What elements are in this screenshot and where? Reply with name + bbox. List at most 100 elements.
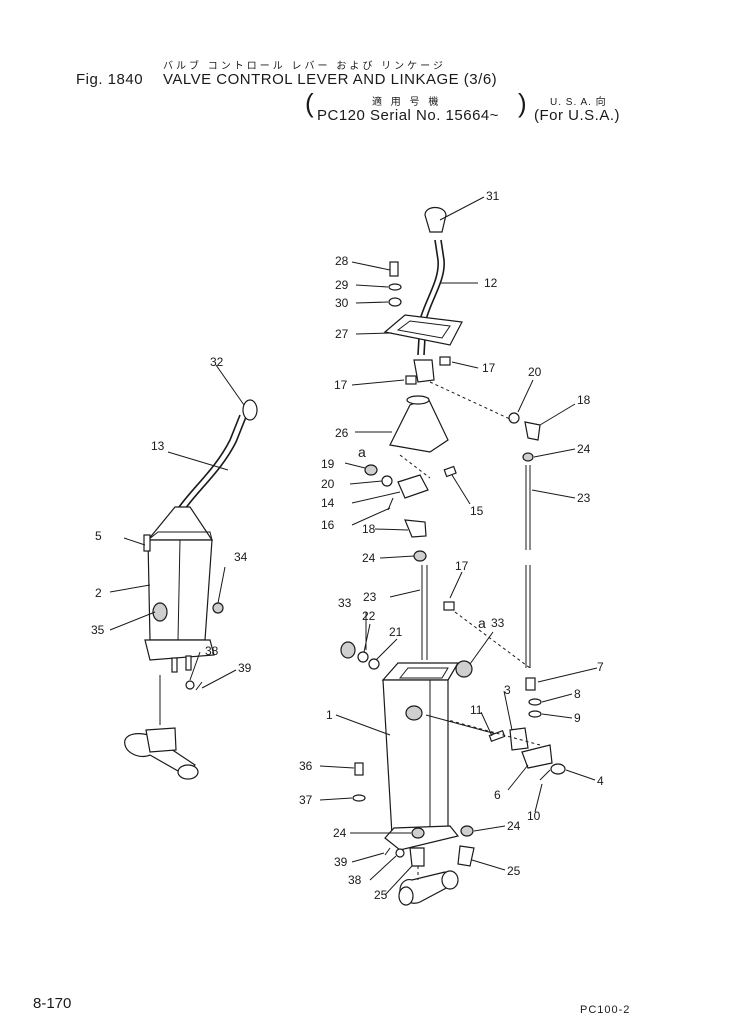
callout-15: 15 [470, 504, 484, 518]
clevis-4 [550, 763, 566, 775]
boot-2-top [146, 506, 214, 541]
callout-5: 5 [95, 529, 102, 543]
right-assembly [340, 206, 566, 906]
callout-33-right: 33 [491, 616, 505, 630]
case-1-side [447, 662, 459, 681]
washer-8 [528, 698, 542, 706]
for-usa-text: (For U.S.A.) [534, 107, 621, 124]
open-parenthesis: ( [305, 88, 314, 118]
plug-35 [152, 602, 168, 622]
nut-17-upper [439, 356, 451, 366]
callout-37: 37 [299, 793, 313, 807]
joint-25-right [457, 845, 475, 867]
knob-32 [242, 399, 258, 421]
serial-number-text: PC120 Serial No. 15664~ [317, 107, 500, 124]
callout-11: 11 [470, 703, 483, 717]
figure-title: VALVE CONTROL LEVER AND LINKAGE (3/6) [163, 71, 498, 88]
base-plate-left [144, 639, 215, 661]
bolt-7 [525, 677, 536, 691]
callout-13: 13 [151, 439, 165, 453]
bolt-15 [443, 465, 457, 478]
bolt-36 [354, 762, 364, 776]
callout-31: 31 [486, 189, 500, 203]
callout-25-right: 25 [507, 864, 521, 878]
joint-18-upper [524, 421, 541, 441]
case-2-edge [177, 539, 181, 641]
washer-21 [368, 658, 380, 670]
washer-38 [185, 680, 195, 690]
spring-11 [488, 730, 506, 742]
callout-36: 36 [299, 759, 313, 773]
washer-37 [352, 794, 366, 802]
callout-17-upper: 17 [482, 361, 496, 375]
callout-2: 2 [95, 586, 102, 600]
close-parenthesis: ) [518, 88, 527, 118]
joint-25-left [409, 847, 425, 867]
callout-35: 35 [91, 623, 105, 637]
lever-13 [176, 414, 241, 511]
callout-3: 3 [504, 683, 511, 697]
callout-8: 8 [574, 687, 581, 701]
lever-13-edge [182, 416, 247, 513]
page-number: 8-170 [33, 995, 72, 1012]
lever-6 [521, 744, 553, 769]
japanese-title: バルブ コントロール レバー および リンケージ [163, 61, 446, 72]
nut-17-middle [443, 601, 455, 611]
valve-bracket-left [145, 727, 177, 753]
callout-18-right: 18 [577, 393, 591, 407]
figure-number: Fig. 1840 [76, 71, 144, 88]
case-1-top-opening [398, 667, 449, 679]
nut-24-lower-right [460, 825, 474, 837]
callout-labels: 31 12 28 29 30 27 17 17 20 18 26 24 a 19… [91, 189, 604, 902]
callout-27: 27 [335, 327, 349, 341]
callout-16: 16 [321, 518, 335, 532]
case-1-top [381, 662, 460, 681]
callout-21: 21 [389, 625, 403, 639]
callout-17-middle: 17 [455, 559, 469, 573]
callout-38-right: 38 [348, 873, 362, 887]
case-1 [382, 679, 449, 836]
boot-26-top [406, 395, 430, 405]
lever-14 [397, 474, 429, 499]
callout-17-left: 17 [334, 378, 348, 392]
callout-34: 34 [234, 550, 248, 564]
callout-24-lower-right: 24 [507, 819, 521, 833]
bolt-28 [389, 261, 399, 277]
nut-24-upper-right [522, 452, 534, 462]
pin-39 [195, 681, 203, 691]
washer-30 [388, 297, 402, 307]
callout-39-right: 39 [334, 855, 348, 869]
callout-30: 30 [335, 296, 349, 310]
boot-26 [389, 397, 449, 453]
callout-19: 19 [321, 457, 335, 471]
japanese-applicable-label: 適 用 号 機 [372, 97, 442, 108]
bolt-38a [171, 657, 178, 673]
bushing-19 [364, 464, 378, 476]
valve-port-right [398, 886, 414, 906]
valve-end-left [177, 764, 199, 780]
callout-32: 32 [210, 355, 224, 369]
callout-14: 14 [321, 496, 335, 510]
bolt-38b [185, 655, 192, 671]
callout-38-left: 38 [205, 644, 219, 658]
callout-1: 1 [326, 708, 333, 722]
callout-25-left: 25 [374, 888, 388, 902]
pivot-block [413, 359, 435, 383]
washer-38-right [395, 848, 405, 858]
nut-17-left [405, 375, 417, 385]
knob-31 [424, 206, 447, 233]
callout-20-right: 20 [528, 365, 542, 379]
callout-24-upper: 24 [577, 442, 591, 456]
left-assembly [124, 399, 258, 780]
plate-27-inner [396, 320, 451, 339]
valve-end-right [441, 870, 459, 890]
japanese-usa-label: U. S. A. 向 [550, 97, 607, 108]
washer-29 [388, 283, 402, 291]
callout-a-lower: a [478, 615, 486, 631]
callout-12: 12 [484, 276, 498, 290]
callout-6: 6 [494, 788, 501, 802]
washer-22 [357, 651, 369, 663]
callout-33-left: 33 [338, 596, 352, 610]
